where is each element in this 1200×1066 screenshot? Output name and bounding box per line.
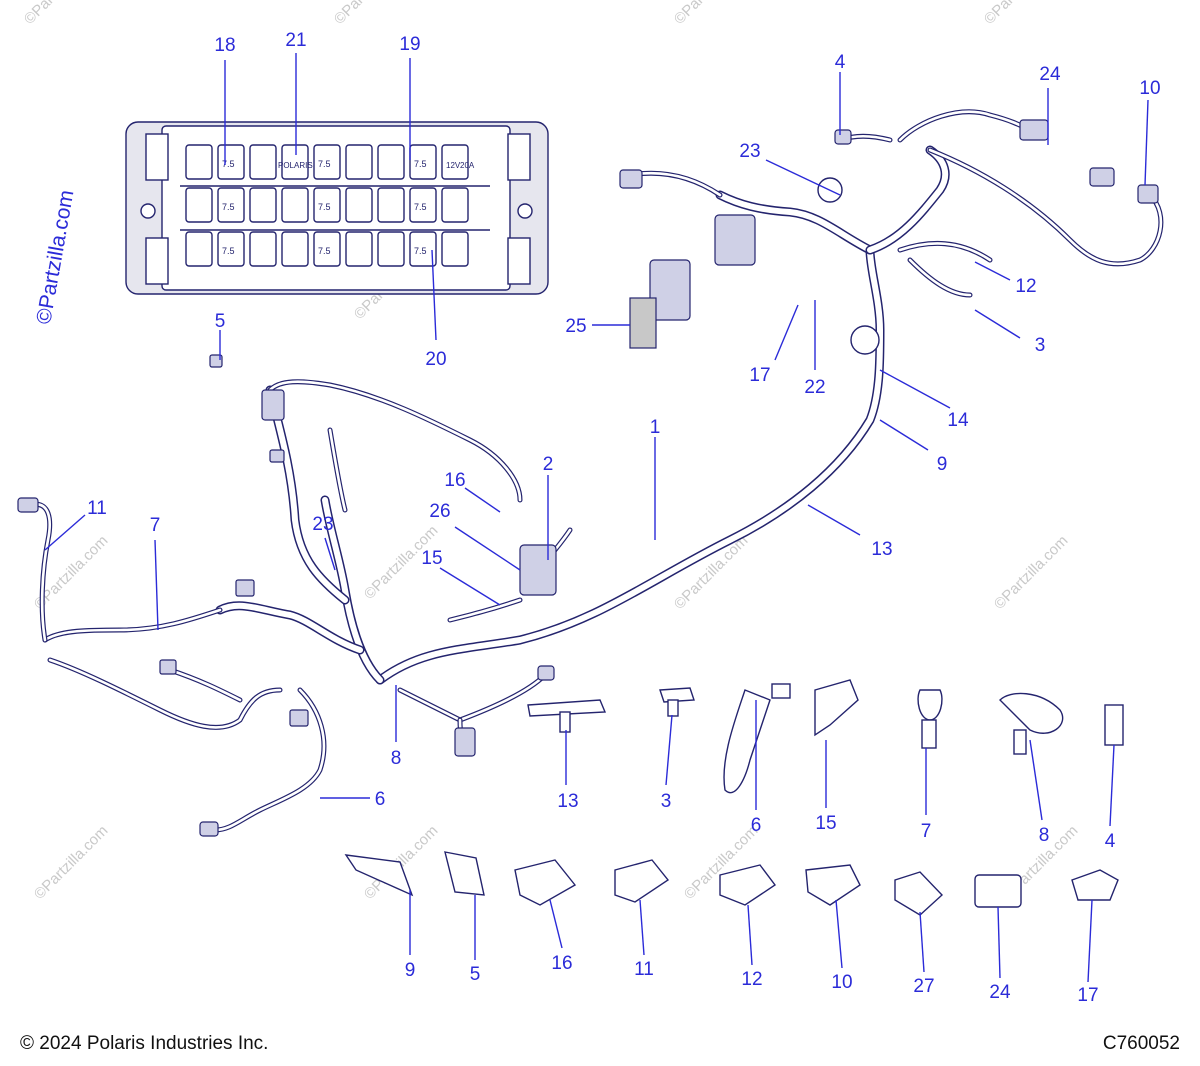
fuse-slot xyxy=(409,144,437,180)
fuse-slot xyxy=(185,231,213,267)
callout-label: 24 xyxy=(1039,64,1061,85)
callout-label: 1 xyxy=(650,417,661,438)
fuse-slot xyxy=(313,144,341,180)
fuse-slot xyxy=(345,231,373,267)
fuse-slot xyxy=(281,144,309,180)
callout-label: 17 xyxy=(749,365,770,386)
callout-label: 10 xyxy=(1139,78,1160,99)
fuse-slot xyxy=(281,231,309,267)
callout-label: 22 xyxy=(804,377,825,398)
fuse-slot xyxy=(409,187,437,223)
callout-label: 23 xyxy=(312,514,333,535)
callout-label: 8 xyxy=(391,748,402,769)
callout-label: 11 xyxy=(87,498,107,519)
wiring-harness-diagram: ©Partzilla.com ©Partzilla.com ©Partzilla… xyxy=(17,0,1164,1006)
fuse-rating: 7.5 xyxy=(318,246,331,256)
callout-label: 12 xyxy=(1015,276,1036,297)
watermark: ©Partzilla.com xyxy=(991,532,1072,613)
fuse-slot xyxy=(345,187,373,223)
callout-label: 4 xyxy=(1105,831,1116,852)
callout-label: 18 xyxy=(214,35,235,56)
callout-label: 3 xyxy=(1035,335,1046,356)
callout-label: 21 xyxy=(285,30,306,51)
callout-label: 13 xyxy=(557,791,578,812)
diagram-code: C760052 xyxy=(1102,1033,1180,1054)
callout-label: 2 xyxy=(543,454,554,475)
callout-label: 5 xyxy=(470,964,481,985)
leader-lines xyxy=(44,53,1149,983)
watermark: ©Partzilla.com xyxy=(31,822,112,903)
fuse-slot xyxy=(217,231,245,267)
fuse-slot xyxy=(409,231,437,267)
fuse-slot xyxy=(185,144,213,180)
fuse-rating: 7.5 xyxy=(318,202,331,212)
callout-label: 7 xyxy=(150,515,161,536)
callout-label: 5 xyxy=(215,311,226,332)
callout-label: 6 xyxy=(375,789,386,810)
fuse-slot xyxy=(249,187,277,223)
callout-label: 24 xyxy=(989,982,1011,1003)
fuse-slot xyxy=(441,187,469,223)
callout-label: 16 xyxy=(551,953,572,974)
watermark: ©Partzilla.com xyxy=(981,0,1062,28)
callout-label: 9 xyxy=(937,454,948,475)
callout-label: 8 xyxy=(1039,825,1050,846)
fuse-slot xyxy=(281,187,309,223)
fuse-rating: 7.5 xyxy=(222,246,235,256)
fuse-slot xyxy=(377,187,405,223)
callout-label: 15 xyxy=(815,813,836,834)
fuse-slot xyxy=(441,144,469,180)
fuse-slot xyxy=(313,231,341,267)
callout-labels: 18 21 19 20 4 24 10 23 12 3 25 17 22 14 … xyxy=(87,30,1160,1006)
callout-label: 19 xyxy=(399,34,420,55)
callout-label: 14 xyxy=(947,410,969,431)
fuse-slot xyxy=(345,144,373,180)
callout-label: 3 xyxy=(661,791,672,812)
fuse-slot xyxy=(377,231,405,267)
callout-label: 26 xyxy=(429,501,450,522)
main-harness xyxy=(17,109,1164,837)
fuse-slot xyxy=(441,231,469,267)
callout-label: 4 xyxy=(835,52,846,73)
fuse-slot xyxy=(313,187,341,223)
callout-label: 17 xyxy=(1077,985,1098,1006)
fuse-mark: 12V xyxy=(446,161,461,170)
watermark: ©Partzilla.com xyxy=(671,0,752,28)
callout-label: 23 xyxy=(739,141,760,162)
fuse-mark: POLARIS xyxy=(278,161,313,170)
callout-label: 27 xyxy=(913,976,934,997)
side-watermark: ©Partzilla.com xyxy=(32,188,78,326)
copyright-text: © 2024 Polaris Industries Inc. xyxy=(20,1033,269,1054)
fuse-slot xyxy=(185,187,213,223)
callout-label: 16 xyxy=(444,470,465,491)
callout-label: 9 xyxy=(405,960,416,981)
fuse-rating: 7.5 xyxy=(414,159,427,169)
callout-label: 25 xyxy=(565,316,586,337)
fuse-slot xyxy=(249,231,277,267)
callout-label: 11 xyxy=(634,959,654,980)
clip-parts xyxy=(344,679,1124,916)
watermark: ©Partzilla.com xyxy=(21,0,102,28)
fuse-rating: 7.5 xyxy=(414,202,427,212)
fuse-slot xyxy=(377,144,405,180)
callout-label: 15 xyxy=(421,548,442,569)
callout-label: 12 xyxy=(741,969,762,990)
fuse-mark: 20A xyxy=(460,161,475,170)
callout-label: 10 xyxy=(831,972,852,993)
fuse-slot xyxy=(217,187,245,223)
callout-label: 6 xyxy=(751,815,762,836)
watermark: ©Partzilla.com xyxy=(671,532,752,613)
callout-label: 7 xyxy=(921,821,932,842)
fuse-rating: 7.5 xyxy=(414,246,427,256)
watermark: ©Partzilla.com xyxy=(331,0,412,28)
callout-label: 13 xyxy=(871,539,892,560)
callout-label: 20 xyxy=(425,349,446,370)
fuse-slot xyxy=(249,144,277,180)
fuse-rating: 7.5 xyxy=(222,159,235,169)
fuse-rating: 7.5 xyxy=(318,159,331,169)
fuse-rating: 7.5 xyxy=(222,202,235,212)
